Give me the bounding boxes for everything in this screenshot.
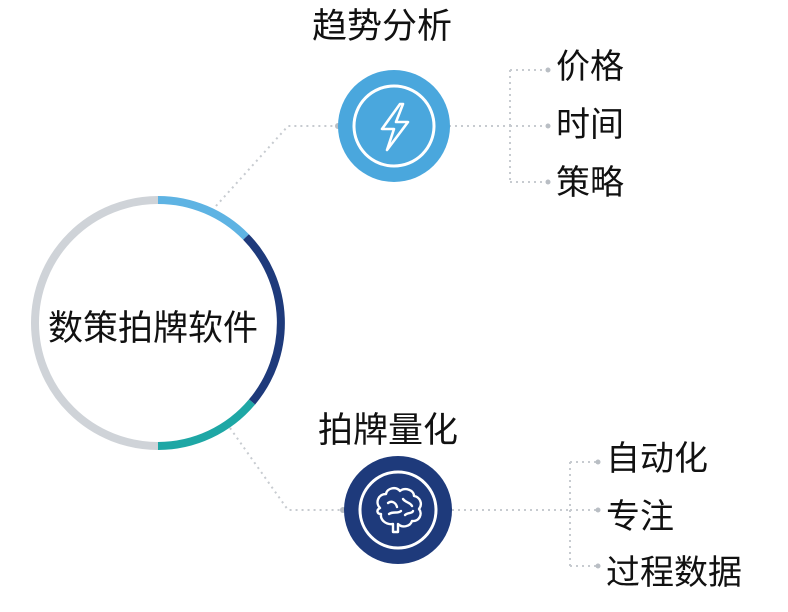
branch-title-trend-analysis: 趋势分析: [312, 7, 453, 47]
connector-top: [215, 125, 338, 207]
list-item-price: 价格: [556, 47, 624, 87]
center-ring: [31, 195, 285, 450]
center-title: 数策拍牌软件: [48, 309, 259, 349]
connectors: [215, 69, 598, 567]
list-item-strategy: 策略: [556, 163, 624, 203]
brain-icon: [376, 486, 422, 534]
branch-title-quant-bidding: 拍牌量化: [318, 411, 459, 451]
list-item-process-data: 过程数据: [606, 553, 742, 593]
list-item-focus: 专注: [606, 497, 674, 537]
ring-arc-light-blue: [157, 195, 249, 240]
lightning-bolt-icon: [380, 102, 410, 152]
node-quant-bidding: [344, 456, 452, 564]
ring-arc-teal: [157, 399, 256, 450]
ring-arc-gray: [31, 196, 159, 450]
ring-arc-navy: [243, 234, 285, 405]
node-trend-analysis: [338, 70, 450, 182]
list-item-time: 时间: [556, 105, 624, 145]
list-item-automation: 自动化: [606, 439, 708, 479]
